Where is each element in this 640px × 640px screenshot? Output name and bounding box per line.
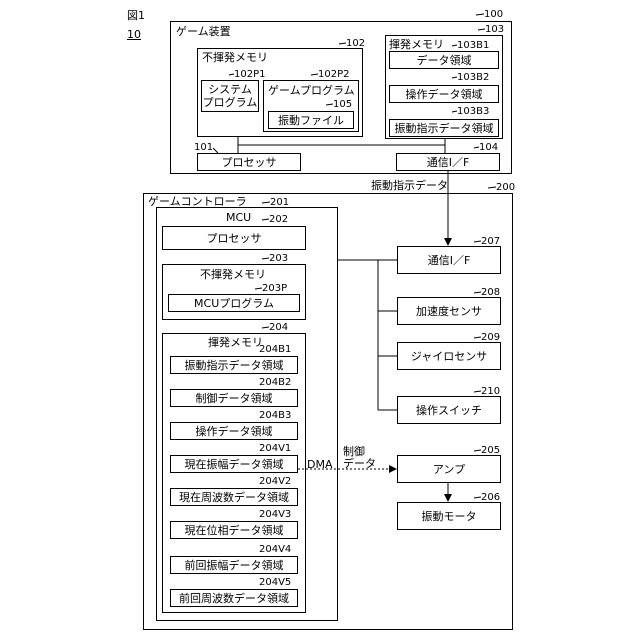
connector-lines	[0, 0, 640, 640]
